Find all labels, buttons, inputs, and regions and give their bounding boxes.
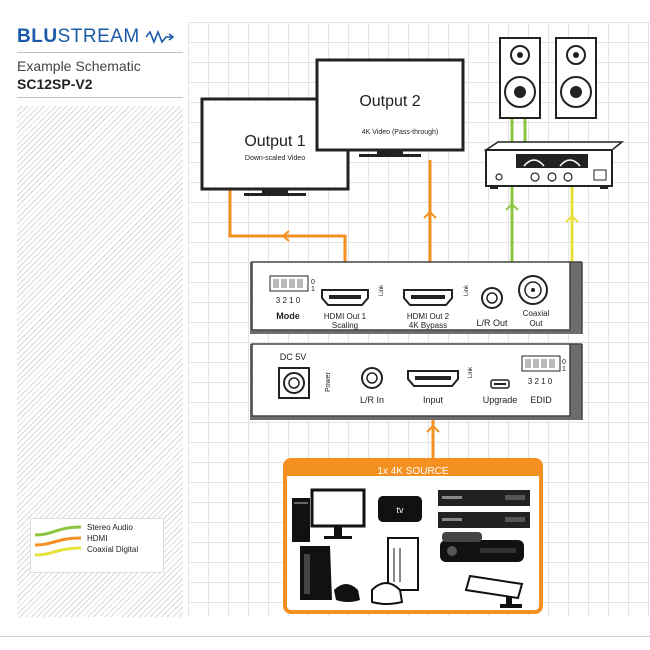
page-subtitle: Example Schematic	[17, 58, 141, 74]
hdmi-out2-port-icon	[403, 289, 453, 306]
hdmi-input-port-icon	[407, 370, 459, 387]
coaxial-out-label: Coaxial	[523, 309, 550, 318]
output1-title: Output 1	[244, 133, 305, 150]
svg-text:tv: tv	[396, 505, 404, 515]
game-console-icon	[300, 546, 360, 602]
scaler-mode-dip-switch	[269, 275, 309, 292]
set-top-box-icon	[440, 532, 524, 562]
header-rule-bottom	[17, 97, 183, 98]
scaler-dip-numbers: 3 2 1 0	[276, 296, 301, 305]
scaler-dip-state-1: 1	[311, 286, 315, 293]
upgrade-usb-port-icon	[490, 379, 510, 389]
source-title: 1x 4K SOURCE	[377, 466, 448, 477]
coaxial-out-jack-icon	[518, 275, 548, 305]
header-rule	[17, 52, 183, 53]
blu-ray-player-icon	[438, 490, 530, 506]
brand-logo: BLUSTREAM	[17, 26, 174, 48]
coaxial-out-sub: Out	[530, 319, 544, 328]
security-camera-icon	[464, 574, 524, 608]
amplifier-icon	[483, 141, 625, 189]
edid-dip-numbers: 3 2 1 0	[528, 377, 553, 386]
legend-coaxial: Coaxial Digital	[87, 545, 139, 554]
hdmi-out1-sub: Scaling	[332, 321, 358, 330]
power-label: Power	[325, 371, 332, 392]
wave-icon	[144, 29, 174, 45]
bottom-rule	[0, 636, 650, 637]
legend-lines	[34, 525, 82, 557]
hdmi-out2-sub: 4K Bypass	[409, 321, 447, 330]
lr-in-jack-icon	[361, 367, 383, 389]
lr-in-label: L/R In	[360, 395, 384, 405]
scaler-dip-state-0: 0	[311, 279, 315, 286]
hdmi-out1-port-icon	[321, 289, 369, 306]
output2-tv	[315, 58, 465, 157]
dc-power-jack-icon	[278, 367, 310, 399]
link-label-1: Link	[379, 284, 385, 296]
pc-monitor-icon	[292, 488, 366, 542]
hdmi-out1-label: HDMI Out 1	[324, 312, 367, 321]
lr-out-jack-icon	[481, 287, 503, 309]
link-label-3: Link	[468, 366, 474, 378]
edid-label: EDID	[530, 395, 552, 405]
xbox-console-icon	[371, 537, 419, 605]
speaker-right-icon	[555, 37, 597, 119]
scaler-mode-label: Mode	[276, 311, 300, 321]
hdmi-out2-label: HDMI Out 2	[407, 312, 450, 321]
output1-caption: Down-scaled Video	[245, 155, 305, 162]
edid-dip-state-0: 0	[562, 359, 566, 366]
blu-ray-player-2-icon	[438, 512, 530, 528]
edid-dip-switch	[521, 355, 561, 372]
legend-stereo-audio: Stereo Audio	[87, 523, 133, 532]
legend-hdmi: HDMI	[87, 534, 108, 543]
apple-tv-icon: tv	[378, 496, 422, 522]
lr-out-label: L/R Out	[476, 318, 508, 328]
legend-box: Stereo Audio HDMI Coaxial Digital	[30, 518, 164, 573]
upgrade-label: Upgrade	[483, 395, 518, 405]
edid-dip-state-1: 1	[562, 366, 566, 373]
output2-title: Output 2	[359, 93, 420, 110]
link-label-2: Link	[464, 284, 470, 296]
dc-5v-label: DC 5V	[280, 352, 307, 362]
model-number: SC12SP-V2	[17, 76, 93, 92]
speaker-left-icon	[499, 37, 541, 119]
input-label: Input	[423, 395, 444, 405]
output2-caption: 4K Video (Pass-through)	[362, 129, 439, 136]
